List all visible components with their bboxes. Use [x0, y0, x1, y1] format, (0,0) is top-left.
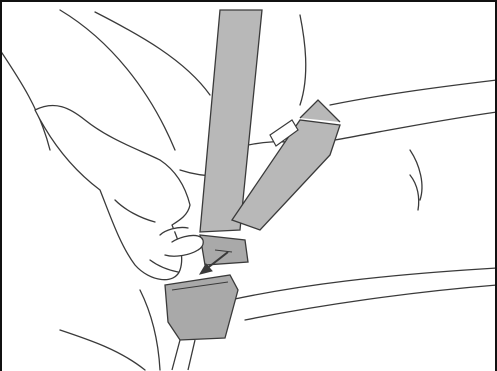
figure-frame	[0, 0, 497, 371]
frame-border	[0, 0, 497, 371]
